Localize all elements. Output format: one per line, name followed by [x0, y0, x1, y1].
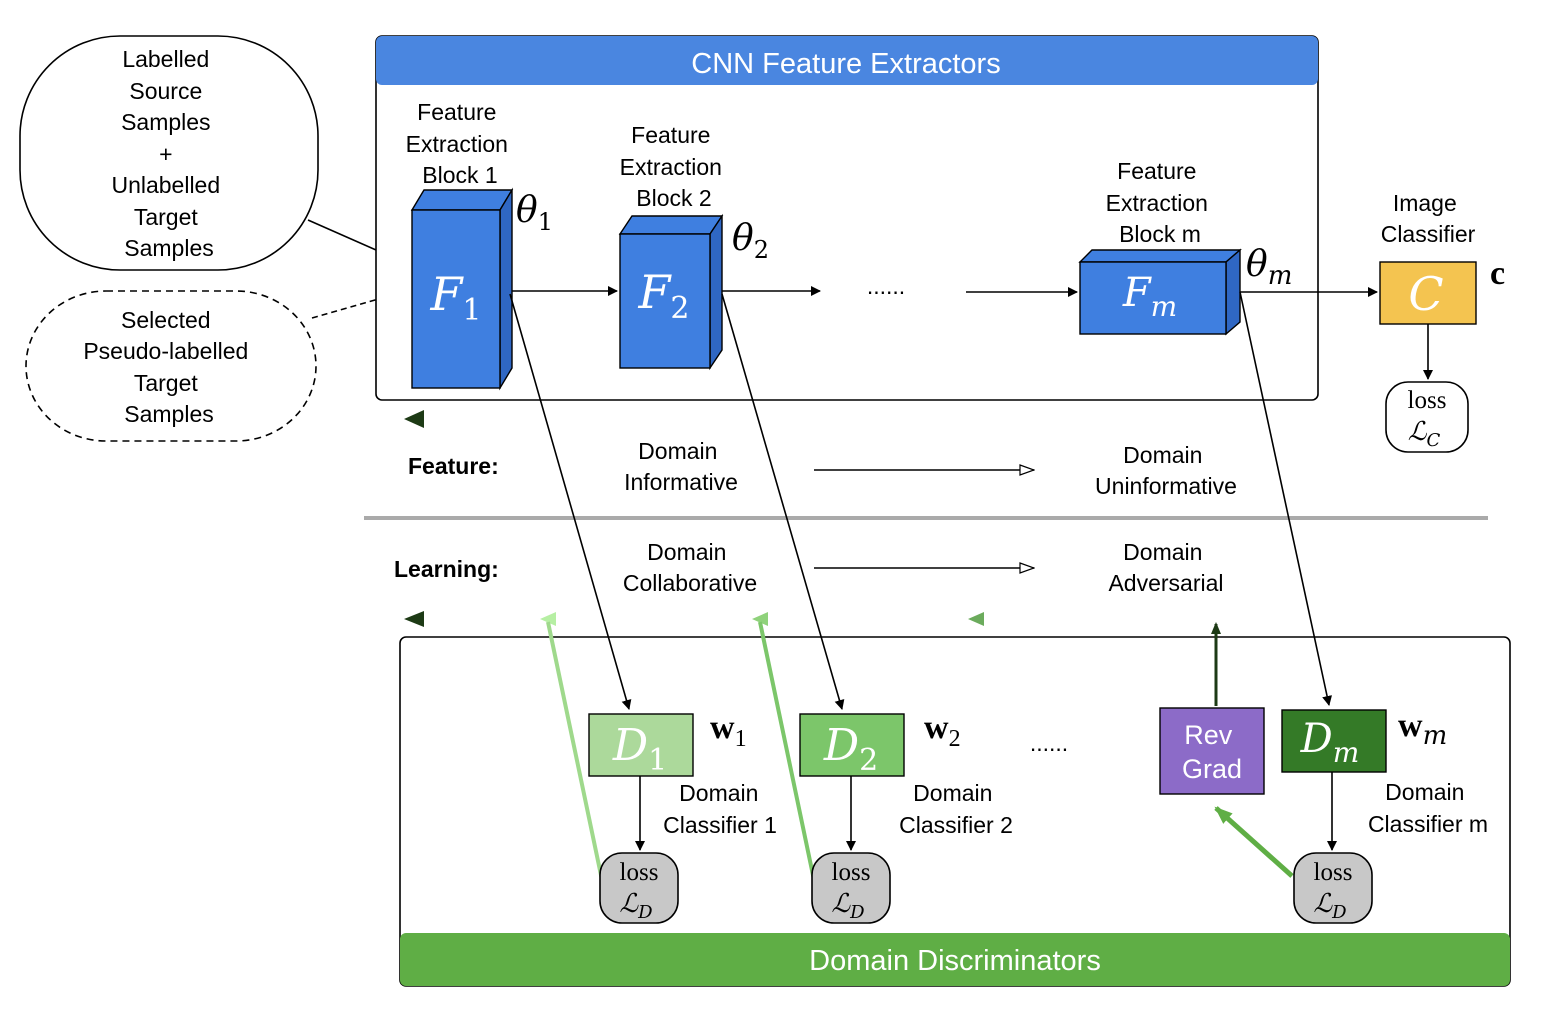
- d1-box: [588, 713, 694, 777]
- d1-loss-symbol: ℒD: [619, 889, 653, 923]
- dm-caption: Domain Classifier m: [1368, 779, 1488, 837]
- classifier-loss-symbol: ℒC: [1408, 417, 1441, 451]
- blockm-symbol: Fm: [1122, 270, 1177, 323]
- w2-label: w2: [924, 709, 961, 752]
- revgrad-box: [1159, 707, 1265, 795]
- d2-caption: Domain Classifier 2: [899, 780, 1013, 838]
- classifier-caption: Image Classifier: [1381, 190, 1476, 247]
- domain-classifier-m: Dm wm Domain Classifier m loss ℒD: [1214, 707, 1488, 924]
- learning-right: Domain Adversarial: [1108, 539, 1223, 596]
- learning-label: Learning:: [394, 556, 499, 582]
- classifier-param: c: [1490, 255, 1505, 292]
- discriminator-gradient-arrow: [404, 611, 1221, 706]
- theta-2: θ2: [732, 218, 769, 264]
- theta-1: θ1: [516, 190, 553, 236]
- d1-symbol: D1: [612, 720, 667, 778]
- d2-symbol: D2: [823, 720, 878, 778]
- learning-row: Learning: Domain Collaborative Domain Ad…: [394, 539, 1224, 596]
- feature-block-m: Feature Extraction Block m Fm θm: [1078, 158, 1292, 336]
- block2-caption: Feature Extraction Block 2: [620, 122, 729, 211]
- domain-classifier-2: D2 w2 Domain Classifier 2 loss ℒD: [758, 621, 1013, 924]
- blockm-caption: Feature Extraction Block m: [1106, 158, 1215, 247]
- labelled-samples-box: Labelled Source Samples + Unlabelled Tar…: [19, 35, 319, 271]
- d1-loss-word: loss: [620, 859, 659, 886]
- classifier-box: [1379, 261, 1477, 325]
- pseudo-samples-text: Selected Pseudo-labelled Target Samples: [83, 307, 254, 427]
- disc-title-bar: [400, 933, 1510, 986]
- block-to-discriminator-arrows: [509, 291, 1332, 710]
- d2-loss-symbol: ℒD: [831, 889, 865, 923]
- feature-right: Domain Uninformative: [1095, 442, 1237, 499]
- dm-symbol: Dm: [1300, 716, 1360, 769]
- block2-symbol: F2: [637, 265, 689, 326]
- d2-loss: loss ℒD: [811, 852, 891, 924]
- block1-caption: Feature Extraction Block 1: [406, 99, 515, 188]
- cnn-title-bar: [376, 36, 1318, 85]
- labelled-samples-text: Labelled Source Samples + Unlabelled Tar…: [111, 46, 226, 261]
- d1-loss: loss ℒD: [599, 852, 679, 924]
- feature-block-2: Feature Extraction Block 2 F2 θ2: [618, 122, 769, 371]
- feature-row: Feature: Domain Informative Domain Uninf…: [408, 438, 1237, 499]
- reverse-gradient-layer: Rev Grad: [1159, 707, 1265, 795]
- learning-left: Domain Collaborative: [623, 539, 757, 596]
- classifier-gradient-arrow: [404, 410, 1386, 428]
- disc-ellipsis: ......: [1030, 730, 1068, 756]
- feature-label: Feature:: [408, 453, 499, 479]
- dm-box: [1281, 709, 1387, 773]
- wm-label: wm: [1398, 707, 1447, 751]
- revgrad-text: Rev Grad: [1182, 720, 1242, 784]
- classifier-loss: loss ℒC: [1385, 381, 1469, 453]
- feature-left: Domain Informative: [624, 438, 738, 495]
- d2-loss-word: loss: [832, 859, 871, 886]
- classifier-loss-word: loss: [1408, 387, 1447, 414]
- theta-m: θm: [1246, 244, 1292, 291]
- dm-loss-symbol: ℒD: [1313, 889, 1347, 923]
- w1-label: w1: [710, 709, 747, 752]
- dm-loss: loss ℒD: [1293, 852, 1373, 924]
- pseudo-labelled-samples-box: Selected Pseudo-labelled Target Samples: [25, 290, 317, 442]
- dm-loss-word: loss: [1314, 859, 1353, 886]
- cnn-ellipsis: ......: [867, 273, 905, 299]
- classifier-symbol: C: [1408, 267, 1443, 321]
- d2-box: [799, 713, 905, 777]
- d1-caption: Domain Classifier 1: [663, 780, 777, 838]
- image-classifier: Image Classifier C c: [1379, 190, 1505, 325]
- block1-symbol: F1: [429, 267, 481, 328]
- forward-arrows: [512, 286, 1433, 380]
- disc-title: Domain Discriminators: [809, 945, 1101, 977]
- domain-classifier-1: D1 w1 Domain Classifier 1 loss ℒD: [546, 621, 777, 924]
- feature-block-1: Feature Extraction Block 1 F1 θ1: [406, 99, 553, 391]
- cnn-title: CNN Feature Extractors: [691, 48, 1000, 80]
